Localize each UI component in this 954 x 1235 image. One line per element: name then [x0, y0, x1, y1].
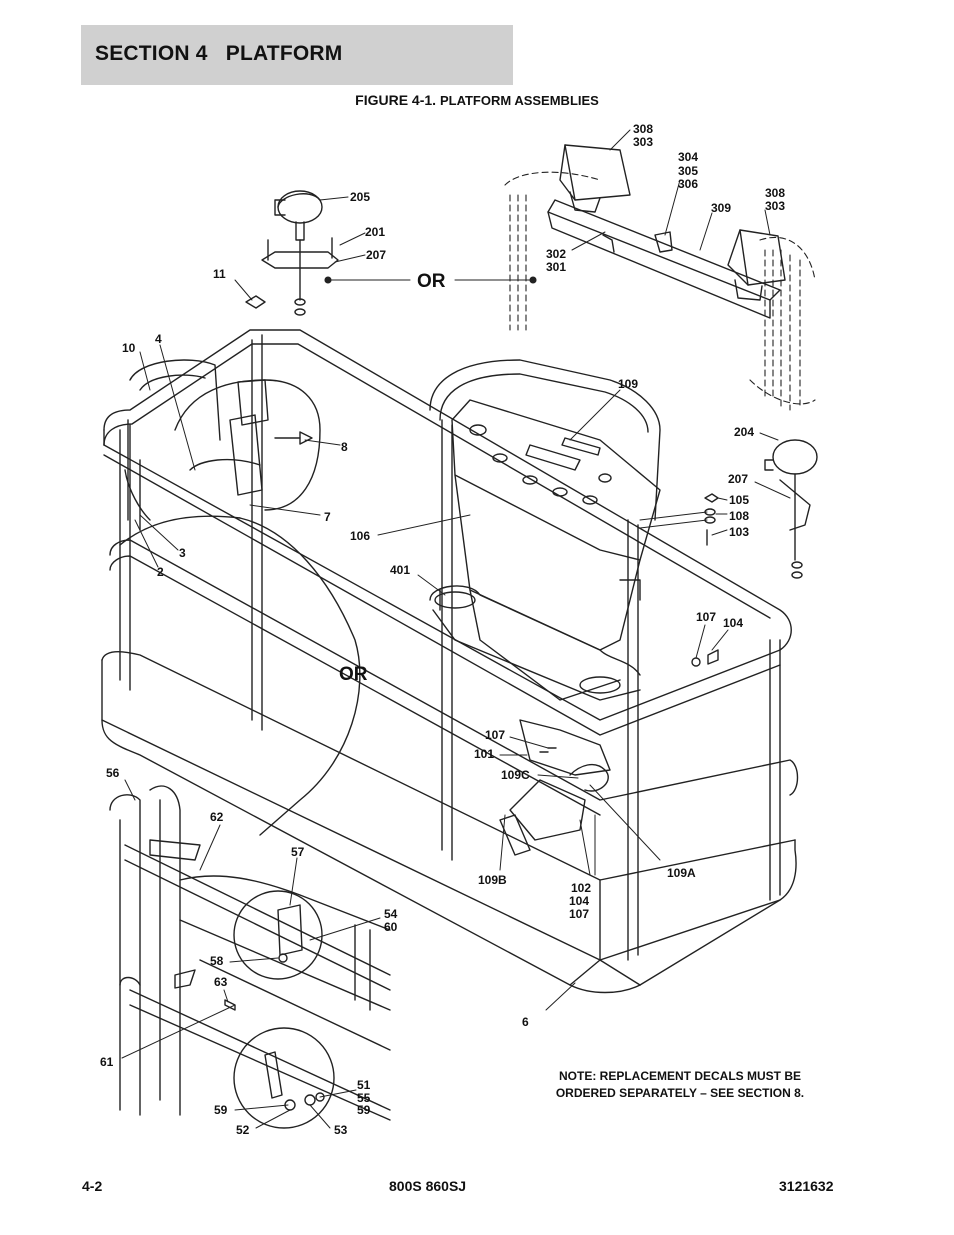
callout-103: 103 — [729, 525, 749, 539]
callout-302: 302 — [546, 247, 566, 261]
callout-62: 62 — [210, 810, 224, 824]
callout-303-right: 303 — [765, 199, 785, 213]
section-header: SECTION 4 PLATFORM — [81, 25, 513, 85]
callout-52: 52 — [236, 1123, 250, 1137]
hinge-detail-inset — [119, 379, 361, 836]
section-title: SECTION 4 PLATFORM — [95, 42, 343, 65]
callout-305: 305 — [678, 164, 698, 178]
light-bar-assembly — [504, 144, 816, 411]
callout-107-low: 107 — [569, 907, 589, 921]
callout-60: 60 — [384, 920, 398, 934]
or-connector — [324, 276, 537, 284]
or-label-top: OR — [417, 271, 446, 292]
callout-10: 10 — [122, 341, 136, 355]
decal-note-line-1: NOTE: REPLACEMENT DECALS MUST BE — [558, 1069, 801, 1083]
callout-301: 301 — [546, 260, 566, 274]
callout-leaders — [121, 129, 791, 1129]
callout-304: 304 — [678, 150, 698, 164]
callout-101: 101 — [474, 747, 494, 761]
callout-104-low: 104 — [569, 894, 589, 908]
callout-59-left: 59 — [214, 1103, 228, 1117]
callout-104-right: 104 — [723, 616, 743, 630]
footer-page-number: 4-2 — [82, 1178, 103, 1194]
callout-53: 53 — [334, 1123, 348, 1137]
callout-207-top: 207 — [366, 248, 386, 262]
callout-59-right: 59 — [357, 1103, 371, 1117]
callout-109: 109 — [618, 377, 638, 391]
callout-4: 4 — [155, 332, 162, 346]
callout-207-right: 207 — [728, 472, 748, 486]
callout-3: 3 — [179, 546, 186, 560]
callout-309: 309 — [711, 201, 731, 215]
beacon-light-right — [691, 439, 818, 667]
callout-105: 105 — [729, 493, 749, 507]
footer-model: 800S 860SJ — [389, 1178, 467, 1194]
callout-109c: 109C — [501, 768, 530, 782]
footer-part-number: 3121632 — [779, 1178, 834, 1194]
callout-11: 11 — [213, 267, 226, 281]
callout-57: 57 — [291, 845, 305, 859]
callout-61: 61 — [100, 1055, 114, 1069]
diagram-linework — [101, 129, 818, 1129]
callout-109a: 109A — [667, 866, 696, 880]
callout-109b: 109B — [478, 873, 507, 887]
callout-8: 8 — [341, 440, 348, 454]
callout-7: 7 — [324, 510, 331, 524]
figure-title: FIGURE 4-1. PLATFORM ASSEMBLIES — [0, 92, 954, 108]
callout-107-mid: 107 — [485, 728, 505, 742]
figure-number: FIGURE 4-1. — [355, 92, 437, 108]
callout-106: 106 — [350, 529, 370, 543]
callout-308-top: 308 — [633, 122, 653, 136]
callout-308-right: 308 — [765, 186, 785, 200]
callout-303-top: 303 — [633, 135, 653, 149]
callout-55: 55 — [357, 1091, 371, 1105]
callout-6: 6 — [522, 1015, 529, 1029]
footswitch — [499, 719, 611, 856]
beacon-light-top — [245, 190, 339, 316]
platform-basket — [101, 329, 799, 994]
callout-numbers: 308 303 304 305 306 309 308 303 302 301 … — [100, 122, 785, 1137]
callout-56: 56 — [106, 766, 120, 780]
callout-108: 108 — [729, 509, 749, 523]
callout-306: 306 — [678, 177, 698, 191]
control-box — [429, 399, 661, 701]
callout-63: 63 — [214, 975, 228, 989]
decal-note-line-2: ORDERED SEPARATELY – SEE SECTION 8. — [555, 1086, 805, 1100]
callout-107-right: 107 — [696, 610, 716, 624]
callout-102: 102 — [571, 881, 591, 895]
figure-caption: PLATFORM ASSEMBLIES — [439, 93, 599, 108]
callout-2: 2 — [157, 565, 164, 579]
callout-54: 54 — [384, 907, 398, 921]
callout-204: 204 — [734, 425, 754, 439]
callout-58: 58 — [210, 954, 224, 968]
gate-detail-view — [109, 785, 391, 1129]
callout-205: 205 — [350, 190, 370, 204]
callout-401: 401 — [390, 563, 410, 577]
callout-51: 51 — [357, 1078, 371, 1092]
or-label-middle: OR — [339, 664, 368, 685]
callout-201: 201 — [365, 225, 385, 239]
decal-note: NOTE: REPLACEMENT DECALS MUST BE ORDERED… — [535, 1068, 825, 1102]
